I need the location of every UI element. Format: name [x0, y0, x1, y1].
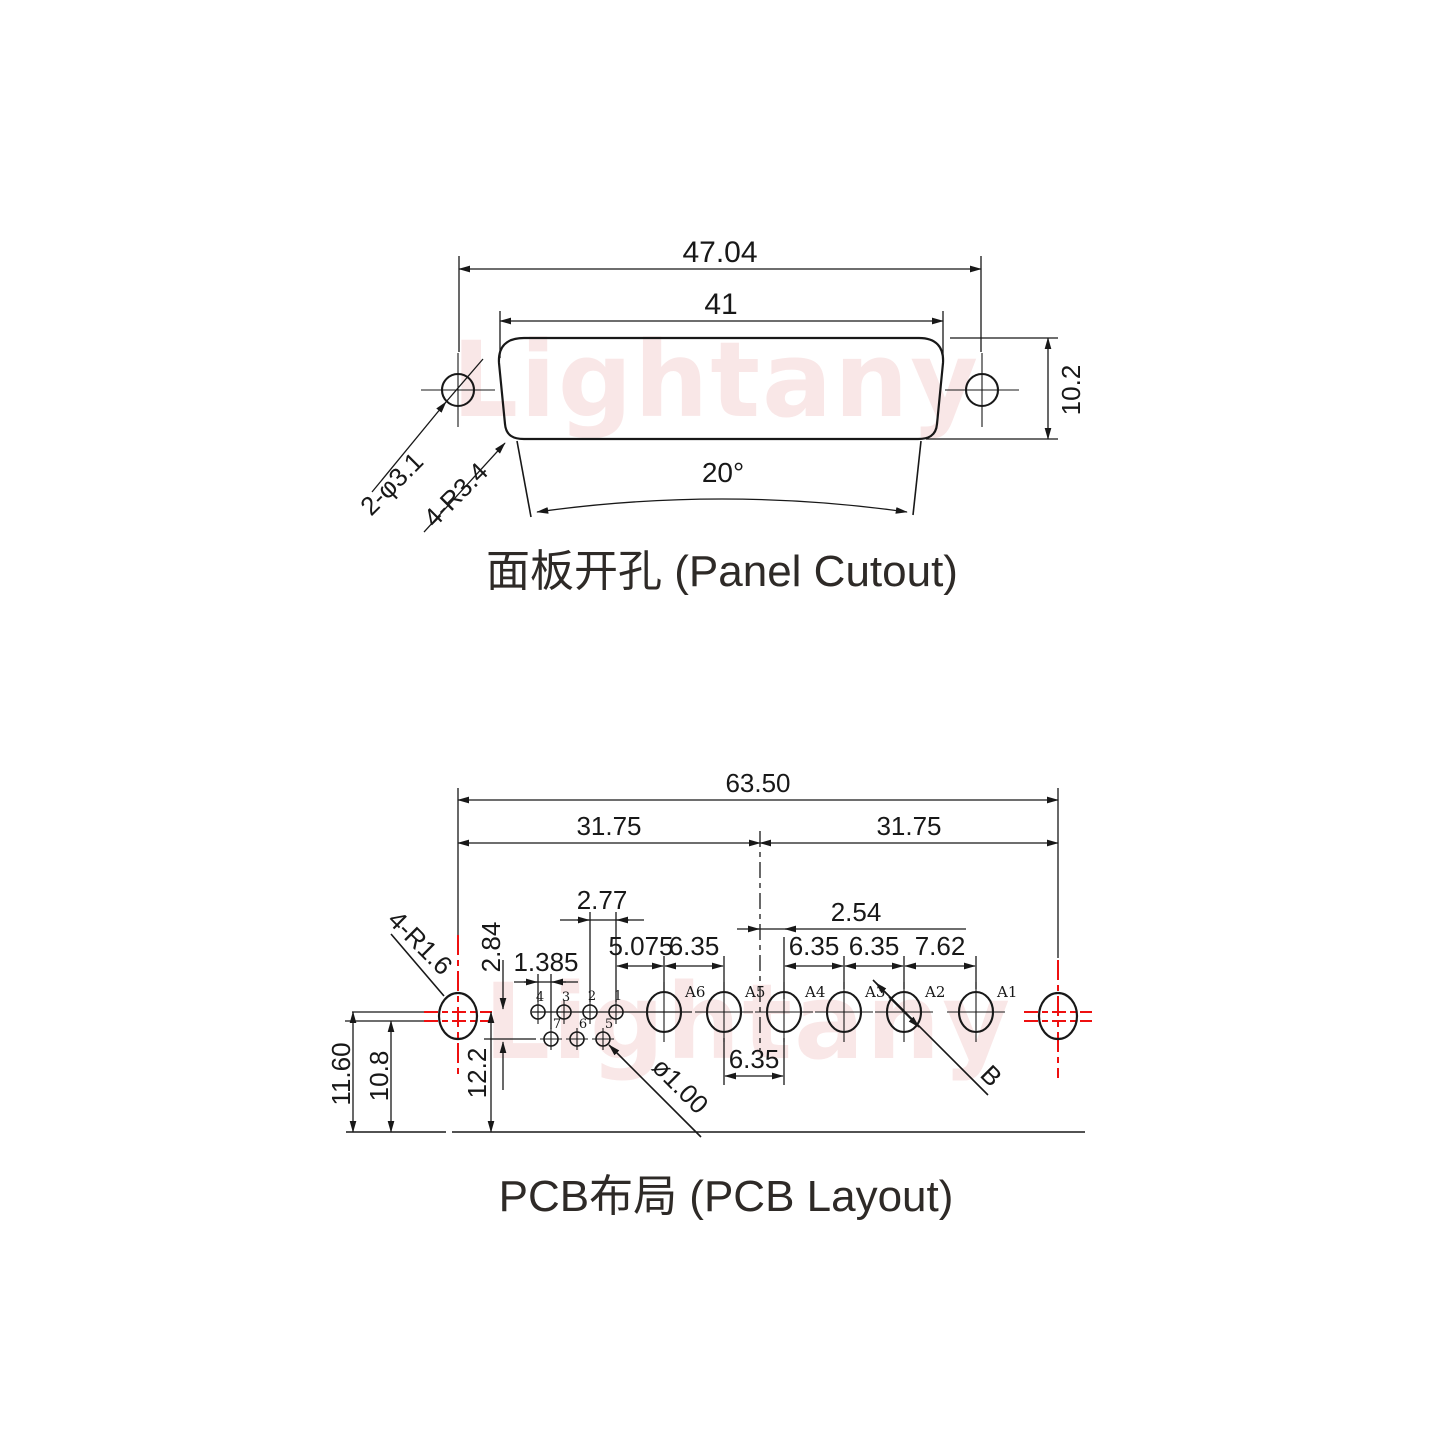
- dim-opening-width: 41: [704, 288, 737, 321]
- dim-row-gap: 2.84: [476, 922, 506, 973]
- coax-holes: A6 A5 A4 A3 A2 A1: [645, 982, 1017, 1042]
- pin-label-4: 4: [536, 990, 544, 1005]
- dim-edge-to-hole: 11.60: [326, 1042, 356, 1105]
- hole-label-a4: A4: [804, 983, 825, 1001]
- hole-label-a3: A3: [864, 983, 885, 1001]
- section-arrow: [888, 996, 920, 1028]
- dim-height: 10.2: [1056, 365, 1086, 416]
- dim-center-to-a4: 2.54: [831, 897, 882, 927]
- flare-line-right: [912, 440, 922, 516]
- signal-pins: 4 3 2 1 7 6 5: [530, 989, 624, 1050]
- dim-pin1-to-a6: 5.075: [608, 931, 673, 961]
- dim-angle: 20°: [702, 457, 744, 488]
- pcb-layout-title: PCB布局 (PCB Layout): [499, 1172, 954, 1221]
- hole-label-a6: A6: [684, 983, 705, 1001]
- dim-hole-span: 63.50: [725, 768, 790, 798]
- pin-label-5: 5: [605, 1017, 613, 1032]
- hole-label-a2: A2: [924, 983, 945, 1001]
- dim-a3-a2: 6.35: [849, 931, 900, 961]
- leader-line: [445, 358, 484, 403]
- watermark-top: Lightany: [452, 319, 980, 441]
- angle-arc: [536, 498, 908, 514]
- dim-total-width: 47.04: [682, 236, 757, 269]
- dim-a6-a5: 6.35: [669, 931, 720, 961]
- flare-line-left: [516, 440, 532, 518]
- leader-line: [390, 933, 445, 997]
- leader-line: [423, 442, 506, 533]
- pcb-mount-hole-left: [437, 991, 479, 1041]
- dim-edge-to-axis: 12.2: [462, 1048, 492, 1099]
- pin-label-7: 7: [553, 1017, 561, 1032]
- leader-line: [608, 1044, 702, 1138]
- pcb-layout-drawing: 63.50 31.75 31.75 11.60 10.8 12.2: [326, 768, 1092, 1221]
- dim-a5-a4: 6.35: [729, 1044, 780, 1074]
- dim-row-offset: 1.385: [513, 947, 578, 977]
- pin-label-2: 2: [588, 989, 596, 1004]
- watermark-bottom: Lightany: [484, 961, 1012, 1083]
- pin-label-1: 1: [614, 989, 622, 1004]
- label-corner-radius: 4-R3.4: [417, 456, 493, 532]
- dim-pin-pitch: 2.77: [577, 885, 628, 915]
- leader-line: [371, 401, 447, 493]
- dim-edge-to-hole-alt: 10.8: [364, 1051, 394, 1102]
- dim-a4-a3: 6.35: [789, 931, 840, 961]
- panel-cutout-title: 面板开孔 (Panel Cutout): [486, 547, 958, 596]
- pcb-mount-hole-right: [1037, 991, 1079, 1041]
- pin-label-3: 3: [562, 990, 570, 1005]
- pin-label-6: 6: [579, 1017, 587, 1032]
- dim-half-left: 31.75: [576, 811, 641, 841]
- hole-label-a1: A1: [996, 983, 1017, 1001]
- hole-label-a5: A5: [744, 983, 765, 1001]
- dim-a2-a1: 7.62: [915, 931, 966, 961]
- dim-half-right: 31.75: [876, 811, 941, 841]
- panel-cutout-outline: [497, 336, 945, 441]
